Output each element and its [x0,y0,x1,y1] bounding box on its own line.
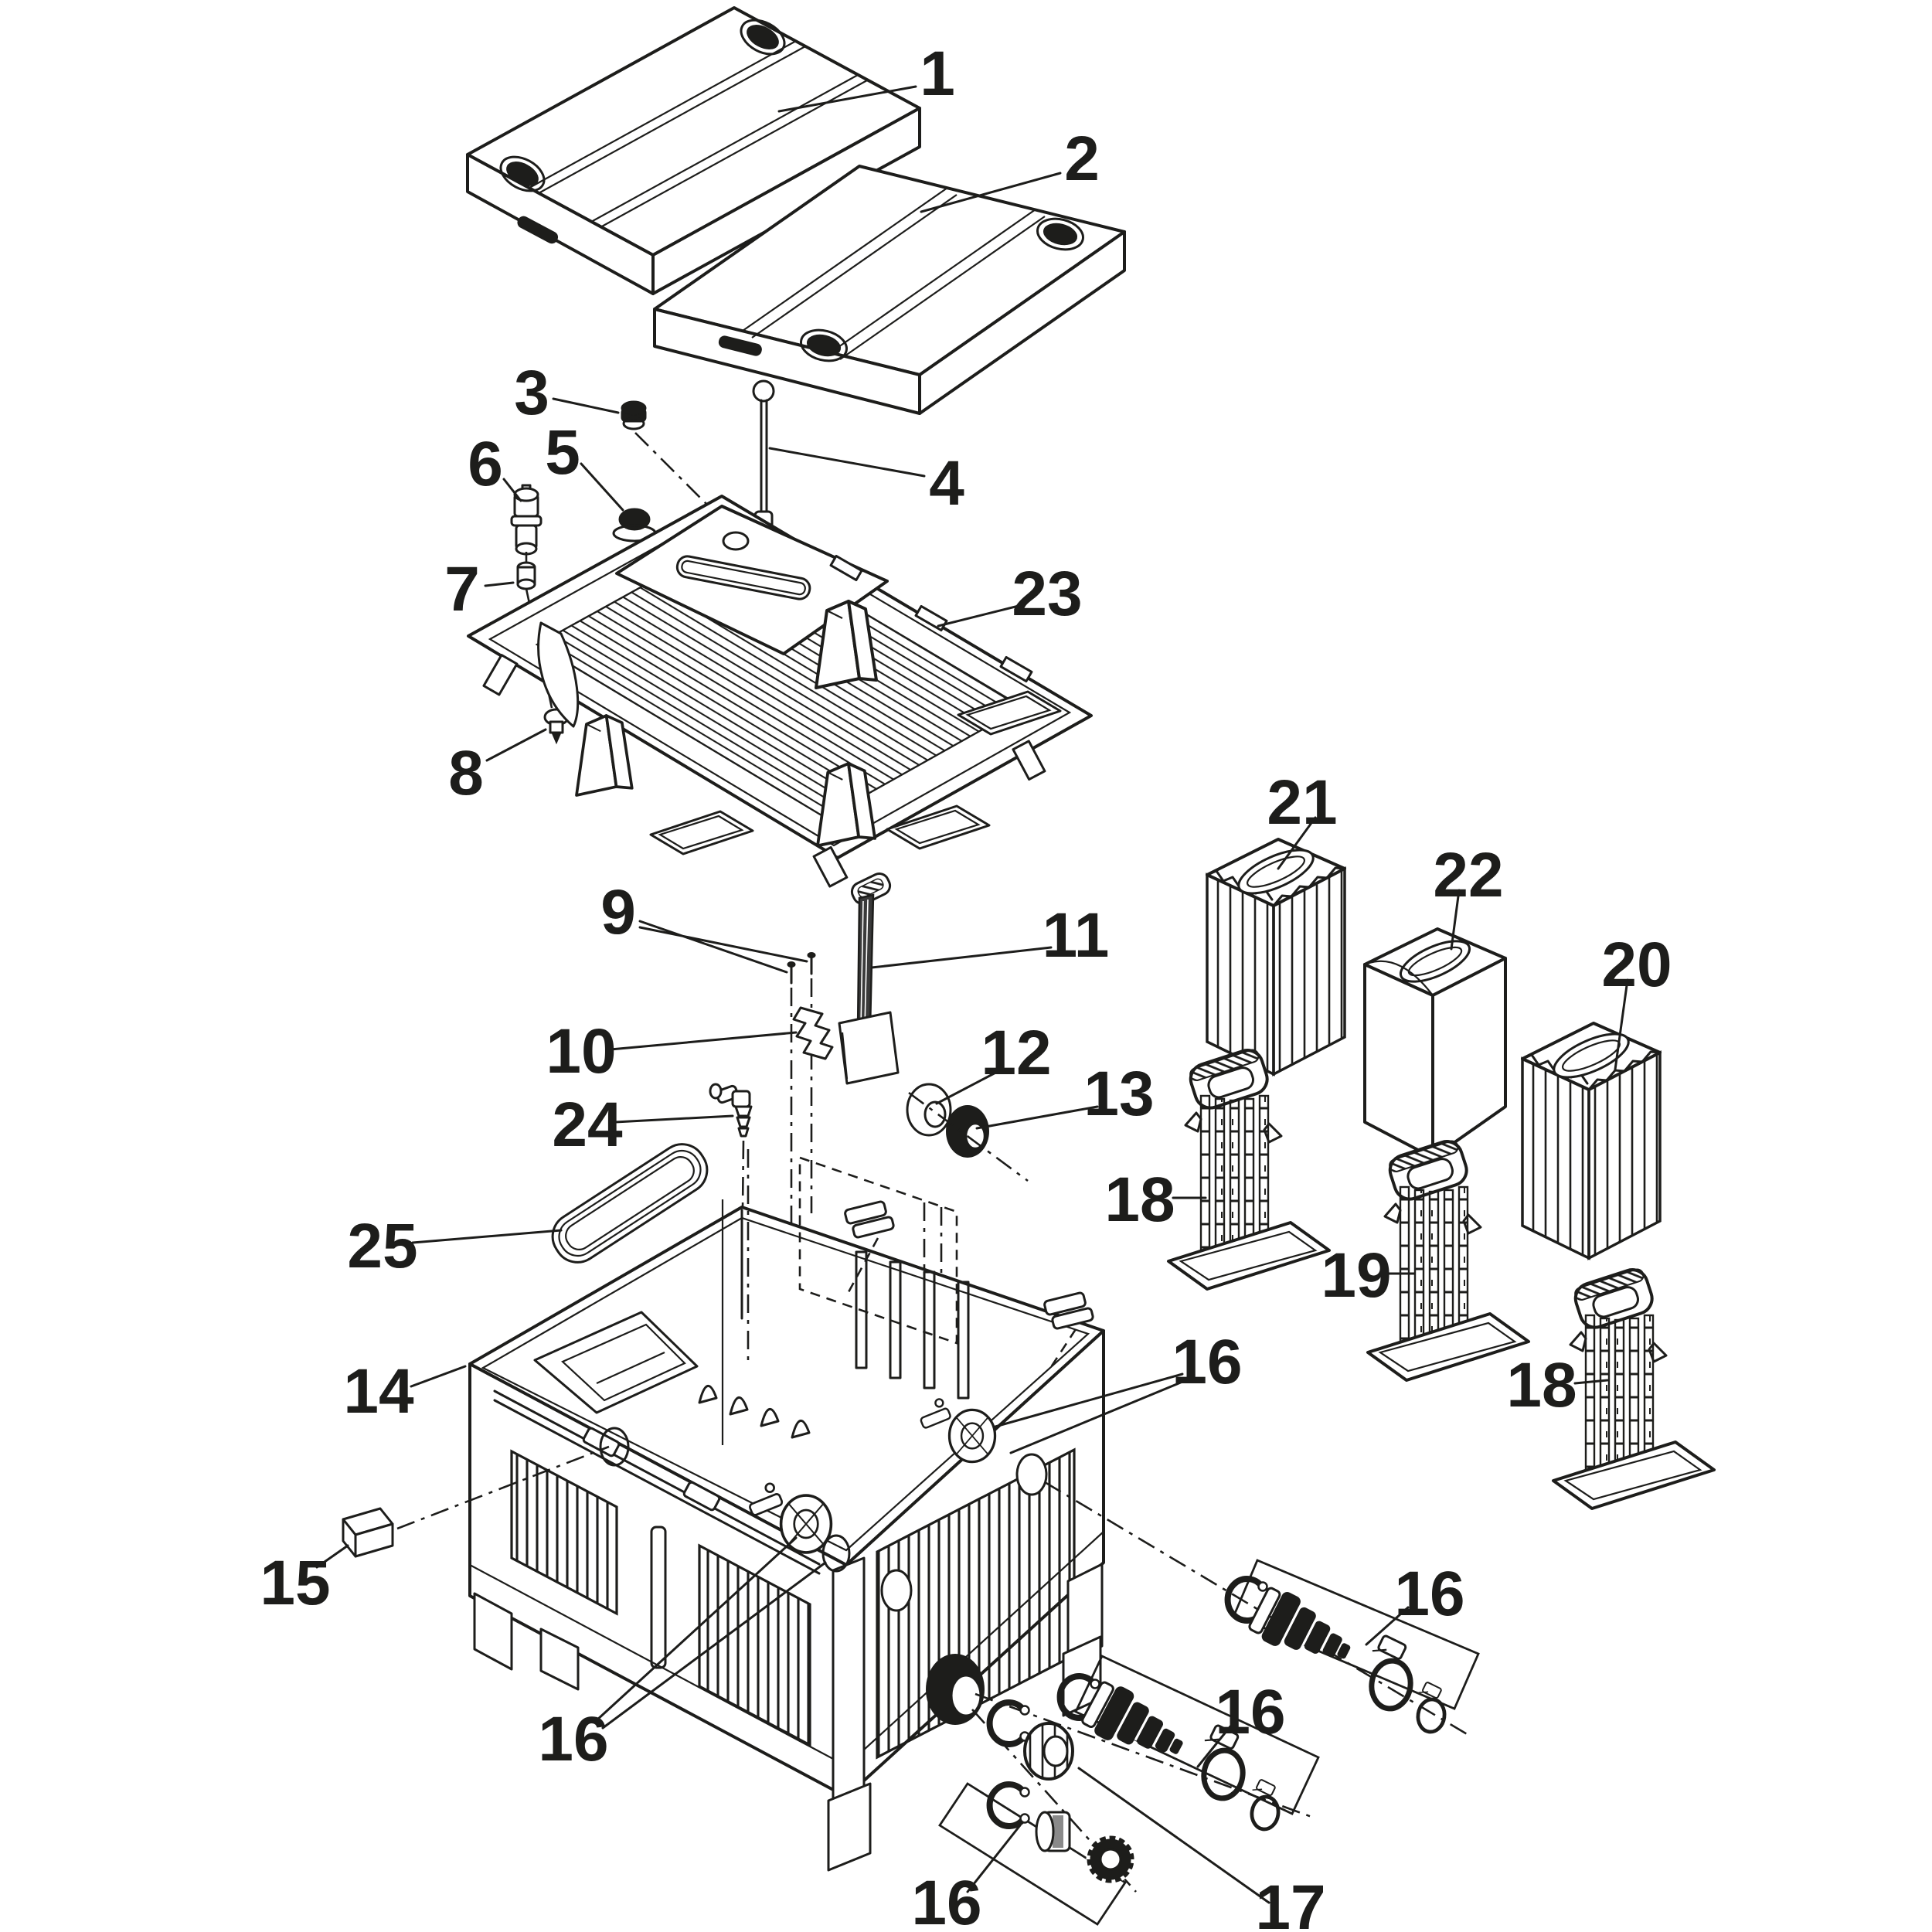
washer-12 [906,1083,952,1137]
tray-ribbed-slot [886,804,991,850]
grommet-13 [946,1105,989,1158]
part-label-11: 11 [1043,900,1110,971]
part-label-8: 8 [448,738,484,808]
part-label-18-b: 18 [1506,1350,1577,1420]
drain-plug-5 [612,508,657,543]
part-label-18-a: 18 [1104,1165,1175,1235]
foam-holder-18-right [1552,1264,1716,1510]
part-label-16-c: 16 [1215,1677,1285,1747]
plug-cap-3 [621,400,647,430]
part-label-13: 13 [1083,1059,1154,1129]
part-label-16-e: 16 [911,1868,981,1932]
foam-22 [1363,927,1507,1159]
part-label-5: 5 [545,417,580,488]
part-label-14: 14 [343,1356,414,1427]
foam-holder-19 [1366,1135,1530,1382]
clip-15 [342,1445,610,1558]
centerline-kit-right [1044,1481,1473,1739]
part-label-9: 9 [600,877,636,947]
union-nut-17 [1023,1722,1074,1781]
part-label-20: 20 [1601,930,1672,1000]
part-label-16-a: 16 [1172,1327,1242,1397]
part-label-17: 17 [1255,1872,1325,1932]
elbow-24 [709,1083,753,1417]
centerline-12-13 [908,1091,1029,1182]
part-label-23: 23 [1012,559,1082,629]
part-label-4: 4 [929,448,964,519]
part-label-12: 12 [981,1018,1051,1088]
part-label-16-d: 16 [538,1704,608,1774]
filter-tray-23 [467,495,1093,888]
leader-lines [315,85,1629,1904]
hidden-foam-outline [798,1156,958,1345]
clip-10 [792,1006,834,1060]
part-label-3: 3 [514,358,549,428]
part-label-2: 2 [1064,124,1100,194]
part-label-21: 21 [1267,767,1337,838]
part-label-24: 24 [552,1090,623,1160]
bushing-kit-16-bottom [938,1784,1134,1926]
part-label-19: 19 [1321,1240,1391,1311]
part-label-16-b: 16 [1394,1559,1464,1629]
tray-ribbed-slot [649,810,754,855]
slider-11 [838,872,900,1085]
part-label-1: 1 [920,39,955,109]
part-label-6: 6 [468,429,503,499]
part-label-22: 22 [1433,840,1503,910]
part-label-25: 25 [347,1211,417,1281]
foam-21 [1206,838,1346,1077]
foam-holder-18-left [1167,1044,1331,1291]
hosetail-kit-16-middle [990,1655,1320,1831]
drain-port [926,1654,985,1725]
part-label-15: 15 [260,1548,330,1618]
container-14 [468,1149,1105,1872]
part-label-10: 10 [546,1016,616,1087]
hosetail-kit-16-right [1228,1559,1480,1733]
foam-20 [1521,1022,1662,1260]
gasket-25 [551,1143,709,1264]
lid-1 [466,6,921,295]
tray-ribbed-slot [957,690,1062,736]
part-label-7: 7 [444,554,480,624]
part-labels: 1 2 3 4 5 6 7 8 9 10 11 12 13 14 15 16 1… [260,39,1672,1932]
lid-2 [653,165,1126,415]
